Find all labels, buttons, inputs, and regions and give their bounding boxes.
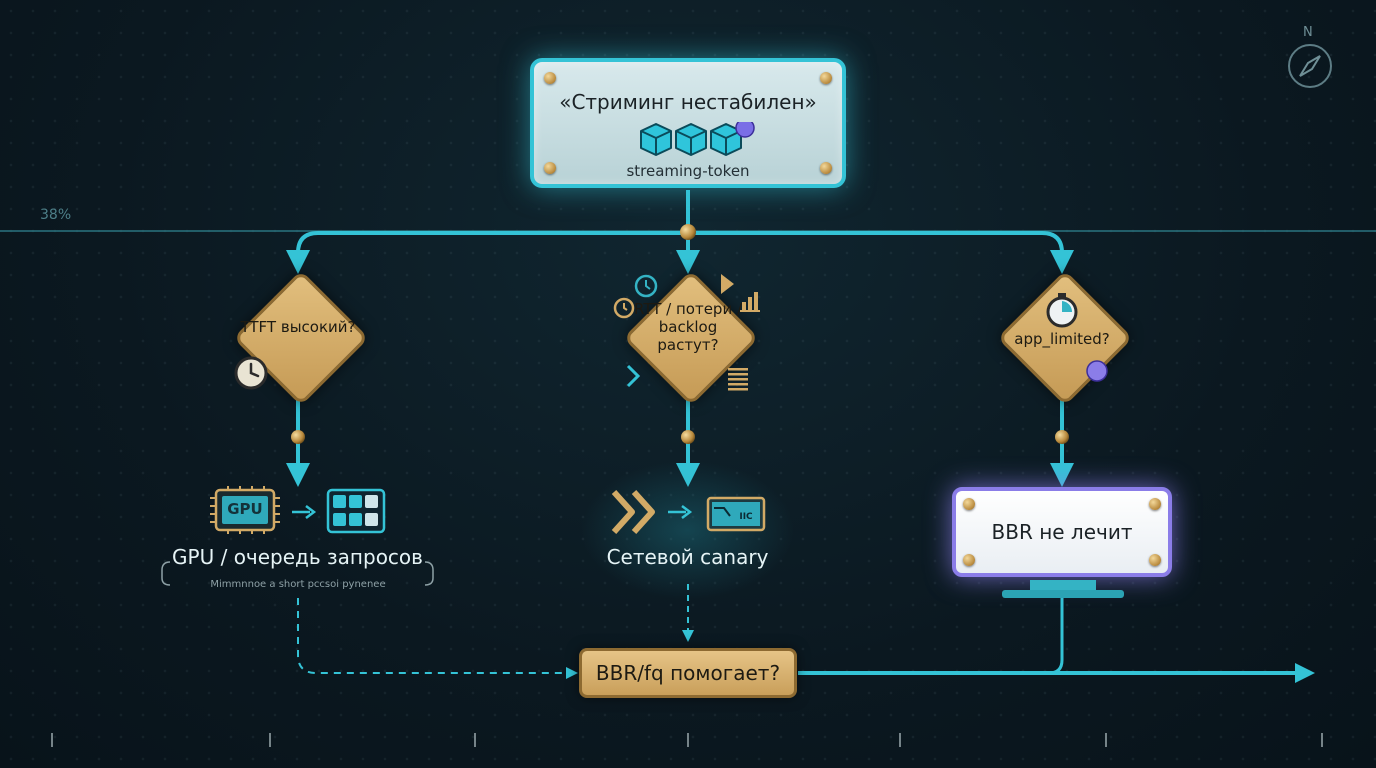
play-icon [721,274,734,294]
timer-icon [1046,293,1078,328]
bottom-ticks [51,733,1323,747]
root-card: «Стриминг нестабилен» streaming-token [530,58,846,188]
network-metric-icons [613,274,760,391]
bbr-card [952,487,1172,577]
knob-right [1055,430,1069,444]
decision-app-label: app_limited? [1014,330,1110,348]
rivet [544,72,556,84]
chevron-right-icon [626,364,641,388]
compass-icon [1288,44,1332,88]
knob-left [291,430,305,444]
status-dot-icon [1086,360,1108,382]
monitor-base [1002,590,1124,598]
rivet [963,554,975,566]
bbr-fq-question-box [579,648,797,698]
decision-ttft-label: TTFT высокий? [240,318,356,336]
rivet [544,162,556,174]
bar-chart-icon [740,292,760,312]
cube-icon [640,122,755,156]
root-subtitle: streaming-token [626,162,750,180]
rivet [820,162,832,174]
connector-to-app [688,231,1074,274]
bbr-outcome-label: BBR не лечит [991,520,1133,544]
decision-rtt-label: RTT / потери / backlog растут? [633,300,743,354]
gpu-chip-text: GPU [227,500,263,518]
root-title: «Стриминг нестабилен» [559,90,817,114]
queue-grid-icon [326,488,386,534]
network-card-text: IIC [739,512,753,522]
rivet [963,498,975,510]
bbr-fq-question-label: BBR/fq помогает? [595,661,781,685]
monitor-stand [1030,580,1096,590]
rivet [820,72,832,84]
rivet [1149,498,1161,510]
connector-gpu-question [297,598,578,679]
backlog-lines-icon [728,368,748,391]
knob-mid [681,430,695,444]
gpu-outcome-caption: Mimmnnoe a short pccsoi pynenee [210,579,386,590]
compass-north-label: N [1303,25,1313,40]
stopwatch-icon [613,274,658,319]
junction-knob [680,224,696,240]
caption-bracket [161,561,434,586]
connector-bbr-exit [1048,598,1064,675]
fast-forward-icon [611,489,655,535]
network-card-icon [706,496,766,532]
gpu-queue-illustration [210,486,386,534]
gpu-chip-icon [210,486,280,534]
network-outcome-label: Сетевой canary [606,545,769,569]
gpu-outcome-label: GPU / очередь запросов [172,545,423,569]
network-canary-illustration [611,489,766,535]
scale-label: 38% [40,207,72,223]
rivet [1149,554,1161,566]
clock-icon [234,356,268,390]
connector-to-ttft [286,231,688,274]
